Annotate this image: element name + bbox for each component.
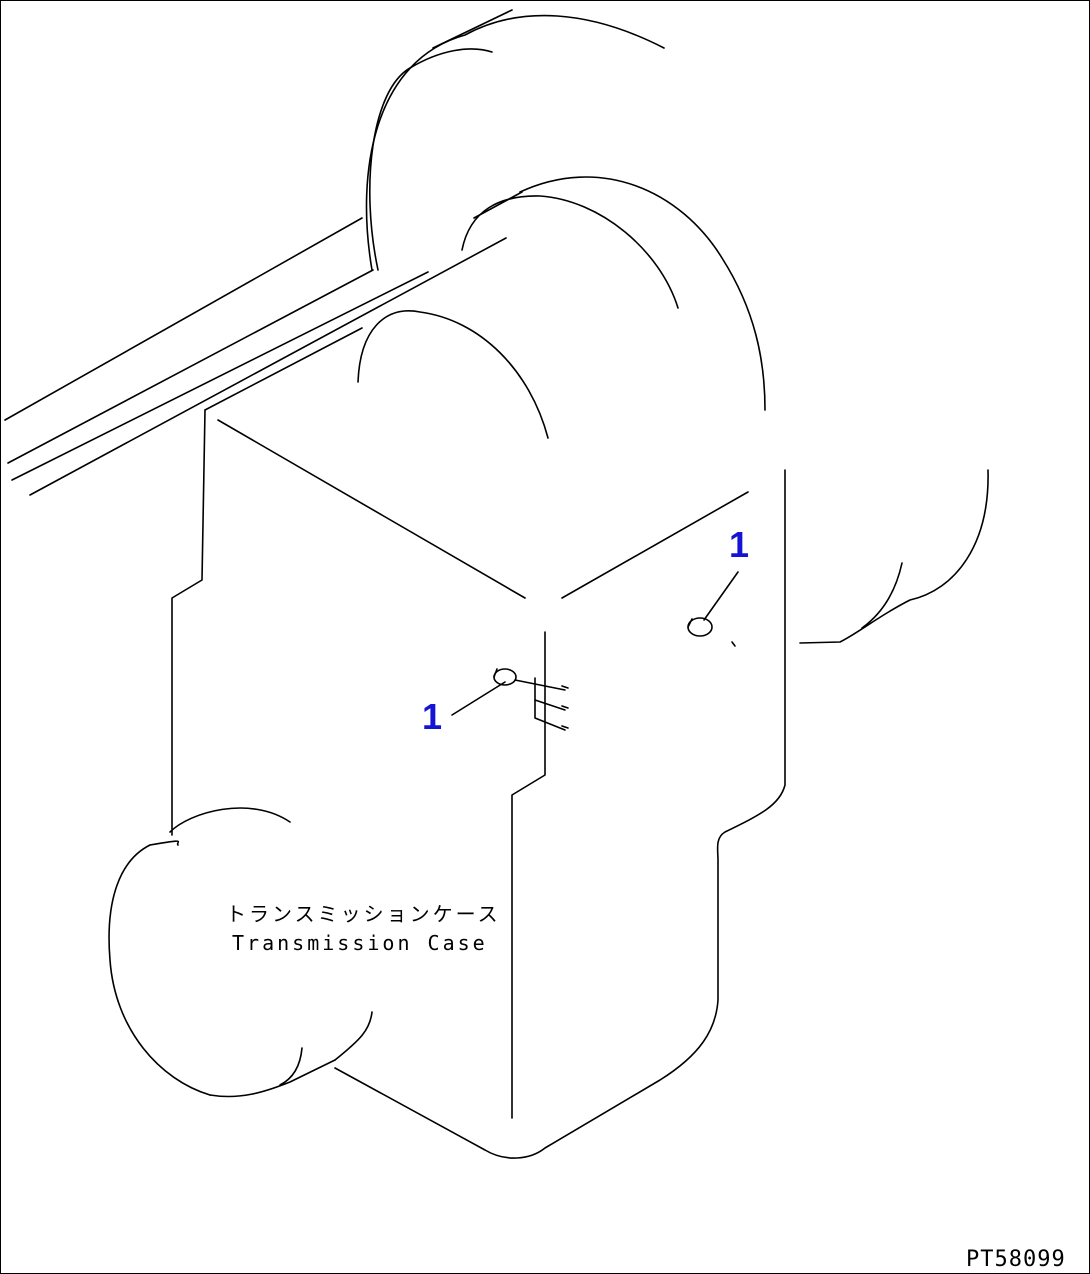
upper-drum [365, 9, 665, 271]
part-label-japanese: トランスミッションケース [226, 902, 501, 926]
middle-drum [357, 176, 766, 439]
upper-plug [687, 571, 739, 647]
lower-drum [108, 807, 373, 1098]
right-flange [799, 469, 989, 644]
callout-number: 1 [729, 524, 749, 565]
callout-number: 1 [422, 696, 442, 737]
drawing-code: PT58099 [966, 1247, 1066, 1272]
case-body [171, 327, 786, 1159]
lower-plug [451, 668, 569, 731]
part-label-english: Transmission Case [232, 931, 488, 955]
shaft-lines [4, 217, 507, 496]
